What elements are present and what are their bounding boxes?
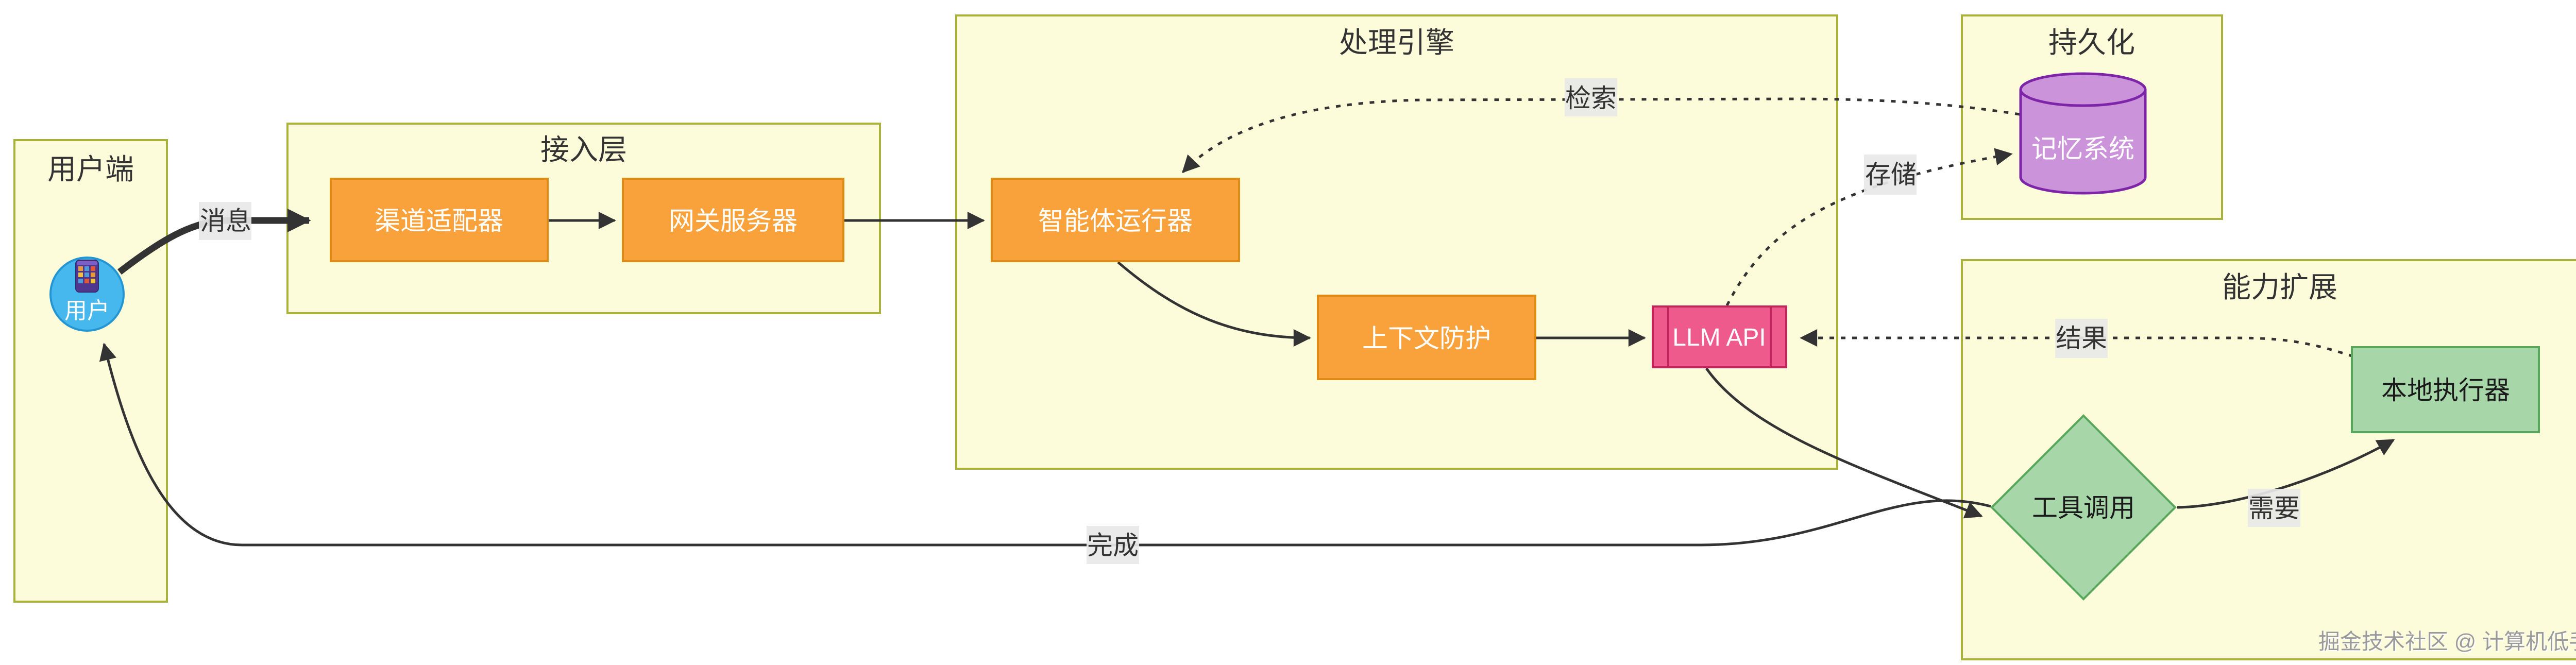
edge-label-complete-bg	[1087, 526, 1139, 564]
node-memory-system-body	[2019, 90, 2147, 195]
node-gateway-server-label: 网关服务器	[669, 207, 798, 235]
container-persistence-title: 持久化	[2048, 26, 2135, 59]
edge-label-message-bg	[199, 202, 251, 240]
node-llm-api-label: LLM API	[1672, 324, 1766, 351]
node-tool-call-label: 工具调用	[2032, 493, 2135, 522]
node-llm-api-shape	[1652, 305, 1787, 368]
edge-tool-call-to-local-executor	[2177, 438, 2395, 509]
app-dot	[91, 272, 95, 277]
node-memory-system-label: 记忆系统	[2031, 134, 2134, 163]
node-context-guard: 上下文防护	[1317, 295, 1536, 380]
edge-label-store-bg	[1864, 155, 1917, 195]
edge-label-store-text: 存储	[1865, 160, 1917, 189]
edge-tool-call-to-user-complete	[99, 343, 1991, 547]
node-tool-call: 工具调用	[1990, 414, 2177, 601]
node-agent-runner-shape	[991, 178, 1240, 262]
container-client-box	[13, 139, 168, 603]
container-client: 用户端	[13, 139, 168, 603]
node-user: 用户	[49, 257, 125, 332]
node-local-executor-label: 本地执行器	[2381, 376, 2510, 405]
edge-agent-runner-to-context-guard	[1117, 261, 1311, 347]
edge-label-retrieve-bg	[1565, 78, 1617, 116]
node-agent-runner: 智能体运行器	[991, 178, 1240, 262]
node-user-label: 用户	[64, 298, 110, 323]
container-client-title: 用户端	[47, 153, 134, 185]
edge-label-complete: 完成	[1087, 526, 1139, 564]
node-llm-api: LLM API	[1652, 305, 1787, 368]
edge-label-store: 存储	[1864, 155, 1917, 195]
app-dot	[91, 266, 95, 271]
edge-label-result-text: 结果	[2056, 324, 2107, 353]
edge-label-need-bg	[2248, 489, 2300, 527]
node-gateway-server-shape	[622, 178, 844, 262]
app-dot	[84, 266, 89, 271]
edge-label-message-text: 消息	[200, 207, 251, 235]
node-memory-system: 记忆系统	[2019, 72, 2147, 195]
app-dot	[78, 279, 83, 283]
container-extension-title: 能力扩展	[2222, 271, 2337, 303]
edge-label-complete-text: 完成	[1087, 531, 1139, 560]
edge-llm-api-to-tool-call	[1705, 367, 1983, 519]
node-memory-system-top	[2019, 72, 2147, 107]
watermark: 掘金技术社区 @ 计算机低手	[2318, 629, 2576, 654]
node-channel-adapter-label: 渠道适配器	[375, 207, 503, 235]
edge-label-result: 结果	[2055, 319, 2108, 358]
app-dot	[78, 266, 83, 271]
node-agent-runner-label: 智能体运行器	[1038, 207, 1193, 235]
node-context-guard-shape	[1317, 295, 1536, 380]
node-user-shape	[49, 257, 125, 332]
edge-local-executor-to-llm-api-result	[1800, 329, 2354, 358]
mobile-phone-icon	[75, 260, 99, 293]
container-engine-title: 处理引擎	[1339, 26, 1454, 59]
edge-memory-to-agent-runner-retrieve	[1182, 97, 2020, 174]
edge-label-need-text: 需要	[2248, 494, 2300, 523]
edge-label-message: 消息	[199, 202, 251, 240]
phone-top-band	[77, 261, 97, 265]
edge-label-need: 需要	[2248, 489, 2300, 527]
node-channel-adapter: 渠道适配器	[330, 178, 549, 262]
node-tool-call-shape	[1990, 414, 2177, 601]
node-local-executor: 本地执行器	[2351, 346, 2540, 433]
edge-llm-api-to-memory-store	[1725, 148, 2013, 306]
node-local-executor-shape	[2351, 346, 2540, 433]
app-dot	[78, 272, 83, 277]
edge-label-retrieve: 检索	[1565, 78, 1617, 116]
app-dot	[84, 272, 89, 277]
edge-label-retrieve-text: 检索	[1565, 84, 1617, 113]
app-dot	[91, 279, 95, 283]
node-channel-adapter-shape	[330, 178, 549, 262]
app-dot	[84, 279, 89, 283]
node-context-guard-label: 上下文防护	[1362, 324, 1491, 353]
edge-label-result-bg	[2055, 319, 2108, 358]
node-gateway-server: 网关服务器	[622, 178, 844, 262]
container-access-title: 接入层	[540, 133, 627, 166]
